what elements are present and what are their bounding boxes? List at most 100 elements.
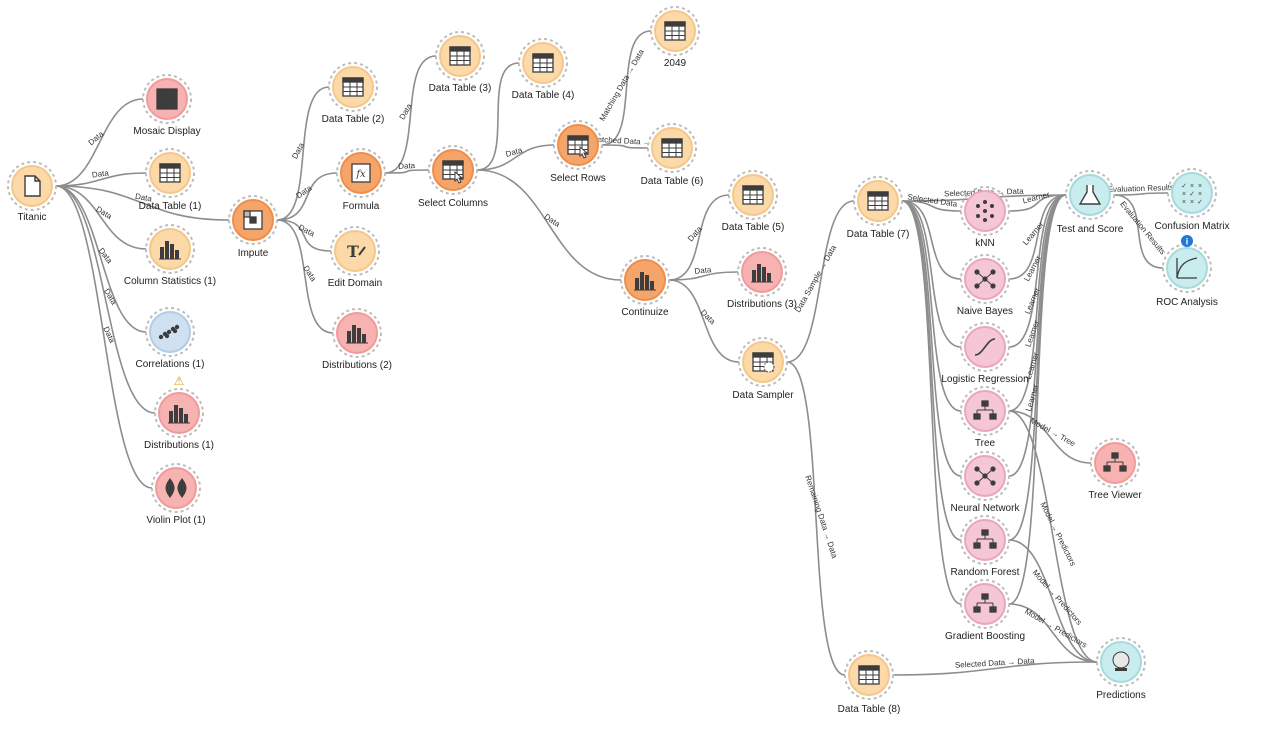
- widget-predictions[interactable]: Predictions: [1096, 637, 1146, 701]
- widget-label: Data Table (4): [512, 90, 575, 101]
- link-dt7-to-logreg[interactable]: [901, 200, 962, 348]
- widget-selcols[interactable]: Select Columns: [418, 145, 488, 209]
- link-formula-to-selcols[interactable]: Data: [384, 161, 430, 174]
- link-titanic-to-impute[interactable]: Data: [55, 185, 230, 221]
- link-titanic-to-violin[interactable]: Data: [55, 185, 153, 489]
- widget-confmat[interactable]: ✓×××✓×××✓Confusion Matrix: [1154, 168, 1230, 232]
- widget-knn[interactable]: kNN: [960, 186, 1010, 249]
- widget-ring: [553, 120, 603, 170]
- widget-dt7[interactable]: Data Table (7): [847, 176, 910, 240]
- link-selcols-to-dt4[interactable]: [476, 62, 520, 171]
- widget-label: Column Statistics (1): [124, 276, 216, 287]
- widget-dt1[interactable]: Data Table (1): [139, 148, 202, 212]
- widget-label: Continuize: [621, 307, 669, 318]
- svg-text:fx: fx: [355, 169, 366, 180]
- widget-dt4[interactable]: Data Table (4): [512, 38, 575, 101]
- link-dt7-to-gb[interactable]: [901, 200, 962, 605]
- widget-dt5[interactable]: Data Table (5): [722, 170, 785, 233]
- widget-titanic[interactable]: Titanic: [7, 161, 57, 223]
- widget-sampler[interactable]: Data Sampler: [732, 337, 794, 401]
- widget-mosaic[interactable]: Mosaic Display: [133, 74, 201, 137]
- neural-network-icon: [974, 466, 996, 486]
- widget-label: Formula: [343, 201, 380, 212]
- link-dt7-to-rf[interactable]: [901, 200, 962, 541]
- widget-body: [155, 467, 197, 509]
- flask-icon: [1078, 185, 1102, 205]
- edit-domain-icon: T: [347, 242, 366, 261]
- link-dt7-to-nb[interactable]: [901, 200, 962, 280]
- link-selcols-to-selrows[interactable]: Data: [476, 144, 555, 171]
- link-label: Model → Predictors: [1023, 607, 1088, 650]
- link-impute-to-formula[interactable]: Data: [276, 172, 338, 221]
- link-selrows-to-n2049[interactable]: Matching Data → Data: [598, 30, 652, 146]
- widget-nn[interactable]: Neural Network: [951, 451, 1021, 514]
- widget-violin[interactable]: Violin Plot (1): [146, 463, 206, 526]
- widget-testscore[interactable]: Test and Score: [1057, 170, 1124, 235]
- widget-rf[interactable]: Random Forest: [951, 515, 1020, 578]
- widget-selrows[interactable]: Select Rows: [550, 120, 606, 184]
- histogram-icon: [168, 405, 190, 424]
- widget-ring: [328, 62, 378, 112]
- widget-nb[interactable]: Naive Bayes: [957, 254, 1013, 317]
- link-dt8-to-predictions[interactable]: Selected Data → Data: [892, 656, 1098, 676]
- link-impute-to-editdomain[interactable]: Data: [276, 219, 332, 252]
- widget-dt6[interactable]: Data Table (6): [641, 123, 704, 187]
- widget-body: [964, 390, 1006, 432]
- widget-label: Distributions (2): [322, 360, 392, 371]
- link-impute-to-dt2[interactable]: Data: [276, 86, 330, 221]
- link-rf-to-testscore[interactable]: Learner: [1008, 194, 1067, 541]
- widget-label: Gradient Boosting: [945, 631, 1025, 642]
- info-icon[interactable]: i: [1181, 235, 1193, 247]
- widget-dist1[interactable]: Distributions (1)⚠: [144, 374, 214, 451]
- select-rows-icon: [567, 135, 589, 159]
- link-dt7-to-tree[interactable]: [901, 200, 962, 412]
- link-dt7-to-nn[interactable]: [901, 200, 962, 477]
- widget-impute[interactable]: Impute: [228, 195, 278, 259]
- link-titanic-to-dist1[interactable]: Data: [55, 185, 156, 414]
- link-continuize-to-dist3[interactable]: Data: [668, 265, 739, 281]
- widget-colstats[interactable]: Column Statistics (1): [124, 224, 216, 287]
- widget-continuize[interactable]: Continuize: [620, 255, 670, 318]
- widget-label: Tree Viewer: [1088, 490, 1142, 501]
- violin-icon: [165, 478, 187, 498]
- widget-dt3[interactable]: Data Table (3): [429, 31, 492, 94]
- widget-corr[interactable]: Correlations (1): [136, 307, 205, 370]
- svg-text:×: ×: [1198, 183, 1202, 190]
- widget-label: Logistic Regression: [941, 374, 1028, 385]
- link-testscore-to-confmat[interactable]: Evaluation Results: [1108, 183, 1175, 196]
- info-label: i: [1186, 237, 1189, 247]
- widget-gb[interactable]: Gradient Boosting: [945, 579, 1025, 642]
- link-label: Data: [134, 192, 153, 204]
- link-sampler-to-dt7[interactable]: Data Sample → Data: [786, 200, 855, 363]
- widget-ring: [145, 307, 195, 357]
- widget-label: Data Table (2): [322, 114, 385, 125]
- widget-body: [334, 230, 376, 272]
- knn-icon: [976, 200, 994, 222]
- widget-label: Naive Bayes: [957, 306, 1013, 317]
- link-selcols-to-continuize[interactable]: Data: [476, 169, 622, 281]
- svg-text:×: ×: [1182, 199, 1186, 206]
- widget-n2049[interactable]: 2049: [650, 6, 700, 69]
- link-formula-to-dt3[interactable]: Data: [384, 55, 437, 174]
- widget-logreg[interactable]: Logistic Regression: [941, 322, 1029, 385]
- link-continuize-to-sampler[interactable]: Data: [668, 279, 740, 363]
- random-forest-icon: [973, 529, 997, 549]
- tree-viewer-icon: [1103, 452, 1127, 472]
- widget-label: Data Table (8): [838, 704, 901, 715]
- widget-tree[interactable]: Tree: [960, 386, 1010, 449]
- link-sampler-to-dt8[interactable]: Remaining Data → Data: [786, 361, 846, 676]
- tree-icon: [973, 400, 997, 420]
- widget-dist3[interactable]: Distributions (3): [727, 247, 797, 310]
- widget-label: Data Sampler: [732, 390, 794, 401]
- widget-ring: [960, 579, 1010, 629]
- widget-treeviewer[interactable]: Tree Viewer: [1088, 438, 1142, 501]
- widget-label: Data Table (3): [429, 83, 492, 94]
- link-label: Data: [294, 183, 313, 200]
- widget-dt2[interactable]: Data Table (2): [322, 62, 385, 125]
- widget-dt8[interactable]: Data Table (8): [838, 650, 901, 715]
- widget-dist2[interactable]: Distributions (2): [322, 308, 392, 371]
